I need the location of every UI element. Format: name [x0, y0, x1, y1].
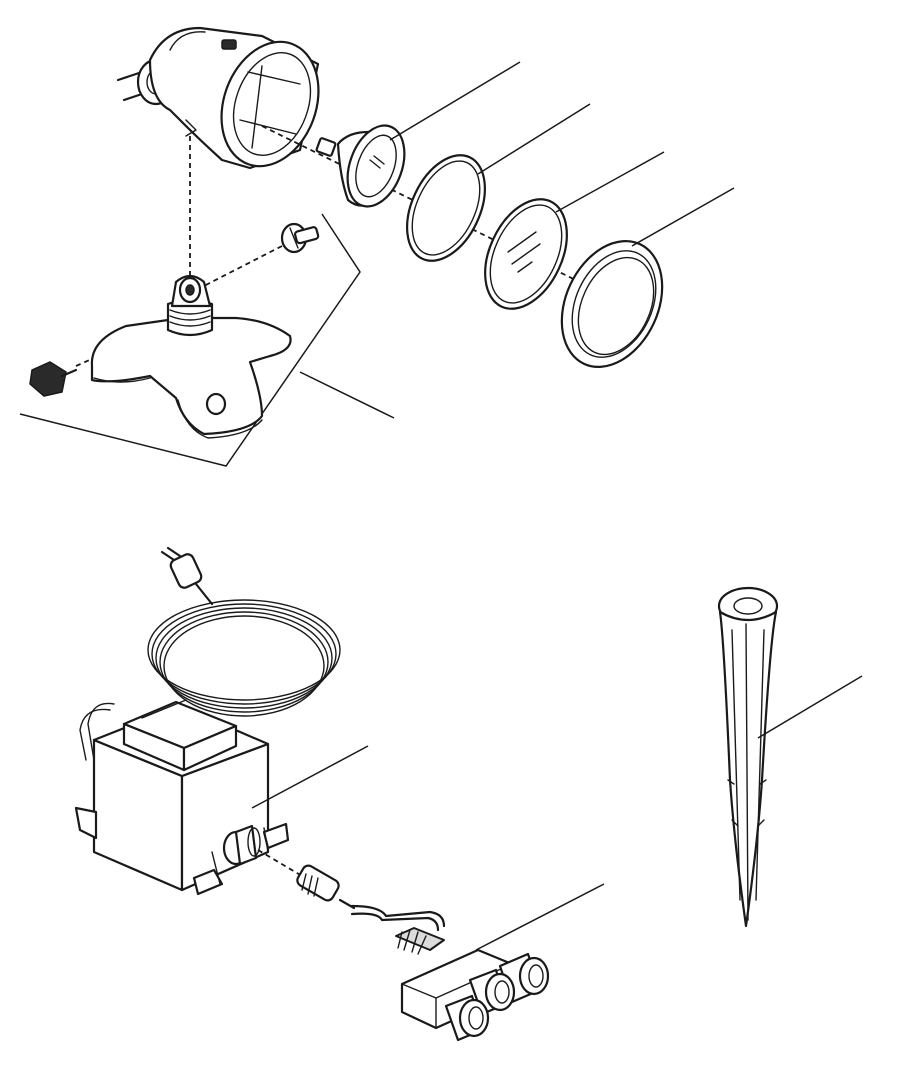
locking-knob [29, 361, 78, 397]
front-bezel-ring [560, 240, 664, 368]
leader-line-bezel [631, 187, 735, 247]
mounting-screw [280, 222, 320, 254]
stand-assembly [19, 213, 395, 467]
transformer-assembly [74, 546, 605, 1042]
leader-line-distributor [475, 883, 605, 951]
leader-line-bulb [389, 61, 521, 141]
leader-line-transformer [251, 745, 369, 809]
spotlight-assembly [116, 26, 735, 368]
glass-lens [484, 198, 568, 310]
output-socket [222, 824, 261, 866]
ground-spike [717, 586, 863, 928]
leader-line-lens [555, 151, 665, 213]
leader-line-spike [757, 675, 863, 739]
leader-line-stand [299, 371, 395, 419]
outlet-tube [444, 994, 490, 1042]
cable-connector [296, 864, 446, 932]
leader-line-gasket [477, 103, 591, 175]
gasket-ring [406, 154, 486, 262]
screw-axis [195, 245, 283, 291]
halogen-bulb [315, 124, 406, 208]
coiled-cable [79, 599, 341, 761]
lamp-housing [148, 26, 320, 170]
distribution-block [395, 927, 550, 1042]
star-base [90, 316, 292, 436]
stand-inset-outline [19, 213, 361, 467]
transformer-box [74, 699, 290, 896]
mains-plug [160, 546, 214, 606]
